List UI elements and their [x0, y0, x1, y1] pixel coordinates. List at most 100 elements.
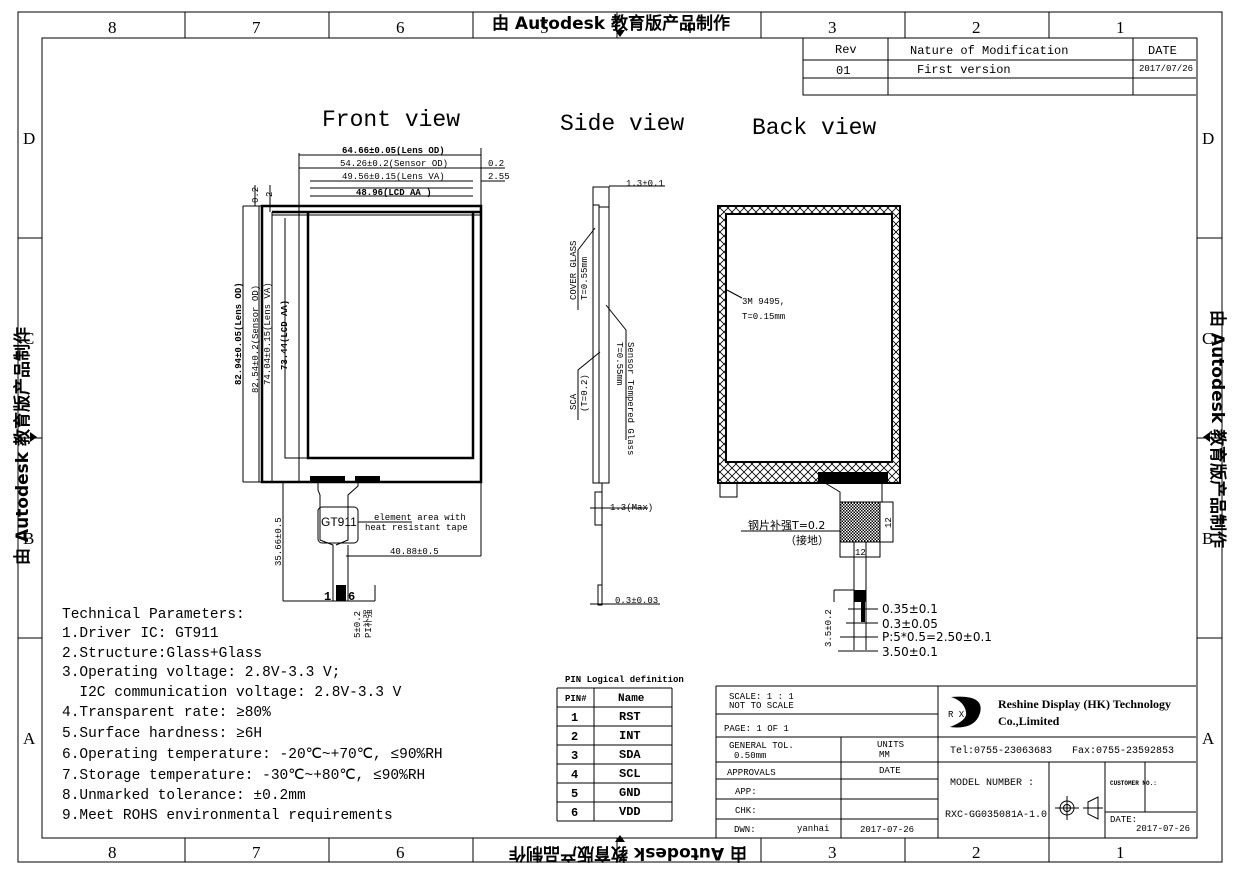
- date-label: DATE:: [1110, 815, 1137, 825]
- cover-glass-label: COVER GLASS: [569, 241, 579, 300]
- scale-label: SCALE: 1 : 1: [729, 692, 794, 702]
- company-name-line-2: Co.,Limited: [998, 714, 1060, 728]
- zone-col-1: 1: [1116, 843, 1125, 862]
- ic-label: GT911: [321, 515, 357, 529]
- date-value: 2017-07-26: [1136, 824, 1190, 834]
- dim-offset-right-1: 0.2: [488, 159, 504, 169]
- stiffener-label: PI补强: [362, 609, 374, 638]
- side-view: 1.3±0.1 COVER GLASS T=0.55mm SCA (T=0.2)…: [569, 179, 665, 606]
- dim-lens-va-width: 49.56±0.15(Lens VA): [342, 172, 445, 182]
- cover-glass-thickness: T=0.55mm: [580, 257, 590, 300]
- dim-lcd-aa-height: 73.44(LCD AA): [280, 300, 290, 370]
- watermark-left: 由 Autodesk 教育版产品制作: [12, 327, 33, 565]
- dim-lens-od-height: 82.94±0.05(Lens OD): [234, 282, 244, 385]
- zone-col-3: 3: [828, 843, 837, 862]
- dim-offset-top-1: 0.2: [251, 187, 261, 203]
- side-view-title: Side view: [560, 111, 684, 137]
- sca-label: SCA: [569, 393, 579, 410]
- dim-finger-gap: 0.3±0.05: [882, 617, 938, 631]
- units-value: MM: [879, 750, 890, 760]
- customer-no-label: CUSTOMER NO.:: [1110, 780, 1157, 787]
- model-number: RXC-GG035081A-1.0: [945, 810, 1047, 821]
- zone-col-2: 2: [972, 18, 981, 37]
- dim-stiffener-length: 5±0.2: [353, 611, 363, 638]
- ground-label: （接地）: [785, 534, 829, 547]
- zone-row-a: A: [23, 729, 36, 748]
- zone-col-5: 5: [540, 18, 549, 37]
- sca-thickness: (T=0.2): [580, 374, 590, 412]
- model-number-label: MODEL NUMBER :: [950, 778, 1034, 789]
- dim-sensor-od-height: 82.54±0.2(Sensor OD): [251, 285, 261, 393]
- zone-row-a: A: [1202, 729, 1215, 748]
- pin-row: 5 GND: [571, 786, 641, 801]
- front-view-title: Front view: [322, 107, 460, 133]
- app-label: APP:: [735, 787, 757, 797]
- approvals-date-header: DATE: [879, 766, 901, 776]
- tech-param-item: 8.Unmarked tolerance: ±0.2mm: [62, 788, 306, 804]
- sensor-glass-label: Sensor Tempered Glass: [625, 342, 635, 455]
- zone-col-6: 6: [396, 18, 405, 37]
- dim-lens-od-width: 64.66±0.05(Lens OD): [342, 146, 445, 156]
- zone-col-1: 1: [1116, 18, 1125, 37]
- zone-row-d: D: [1202, 129, 1214, 148]
- dim-fpc-thickness: 0.3±0.03: [615, 596, 658, 606]
- dim-offset-right-2: 2.55: [488, 172, 510, 182]
- zone-labels-top: 8 7 6 5 4 3 2 1: [108, 18, 1125, 37]
- drawn-date: 2017-07-26: [860, 825, 914, 835]
- tech-param-item: I2C communication voltage: 2.8V-3.3 V: [62, 685, 402, 701]
- chk-label: CHK:: [735, 806, 757, 816]
- modification-header: Nature of Modification: [910, 44, 1068, 58]
- name-header: Name: [618, 693, 645, 705]
- zone-labels-side: D C B A D C B A: [23, 129, 1215, 748]
- dim-total-thickness: 1.3±0.1: [626, 179, 664, 189]
- tech-param-item: 4.Transparent rate: ≥80%: [62, 705, 271, 721]
- dim-pitch: P:5*0.5=2.50±0.1: [882, 630, 992, 644]
- dim-fpc-offset: 40.88±0.5: [390, 547, 439, 557]
- tape-label: 3M 9495,: [742, 297, 785, 307]
- pin-number: 3: [571, 749, 578, 763]
- pin-row: 1 RST: [571, 710, 641, 725]
- zone-row-d: D: [23, 129, 35, 148]
- zone-col-7: 7: [252, 18, 261, 37]
- general-tol-value: 0.50mm: [734, 751, 766, 761]
- tech-param-item: 5.Surface hardness: ≥6H: [62, 726, 262, 742]
- pin-name: INT: [619, 729, 641, 743]
- pin-name: VDD: [619, 805, 641, 819]
- zone-row-c: C: [23, 329, 34, 348]
- zone-col-8: 8: [108, 843, 117, 862]
- fax: Fax:0755-23592853: [1072, 746, 1174, 757]
- steel-stiffener-label: 钢片补强T=0.2: [748, 519, 825, 532]
- watermark-right: 由 Autodesk 教育版产品制作: [1207, 310, 1228, 548]
- pin-name: GND: [619, 786, 641, 800]
- dim-fpc-length: 35.66±0.5: [274, 517, 284, 566]
- rev-header: Rev: [835, 43, 857, 57]
- zone-col-6: 6: [396, 843, 405, 862]
- pin-header: PIN#: [565, 694, 587, 704]
- pin-number: 1: [571, 711, 578, 725]
- note-line-2: heat resistant tape: [365, 523, 468, 533]
- modification-value: First version: [917, 63, 1011, 77]
- note-line-1: element area with: [374, 513, 466, 523]
- pin-number: 5: [571, 787, 578, 801]
- dim-total-width: 3.50±0.1: [882, 645, 938, 659]
- approvals-label: APPROVALS: [727, 768, 776, 778]
- zone-row-b: B: [23, 529, 34, 548]
- dim-lcd-aa-width: 48.96(LCD AA ): [356, 188, 432, 198]
- tech-param-item: 1.Driver IC: GT911: [62, 626, 219, 642]
- pin-name: SCL: [619, 767, 641, 781]
- back-view-title: Back view: [752, 115, 876, 141]
- dim-ic-thickness: 1.3(Max): [610, 503, 653, 513]
- zone-row-b: B: [1202, 529, 1213, 548]
- technical-parameters: Technical Parameters: 1.Driver IC: GT911…: [62, 607, 443, 824]
- zone-col-7: 7: [252, 843, 261, 862]
- pin-name: RST: [619, 710, 641, 724]
- dim-finger-length: 3.5±0.2: [824, 609, 834, 647]
- sensor-glass-thickness: T=0.55mm: [614, 342, 624, 385]
- revision-table: Rev Nature of Modification DATE 01 First…: [802, 38, 1196, 96]
- dim-offset-top-2: 2: [265, 192, 275, 197]
- zone-col-3: 3: [828, 18, 837, 37]
